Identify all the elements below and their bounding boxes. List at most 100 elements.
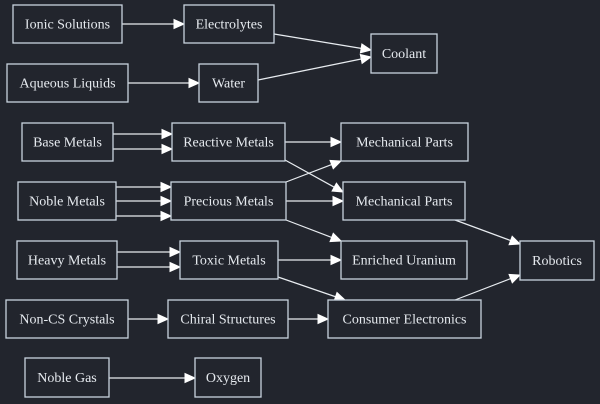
node-label: Base Metals bbox=[33, 136, 102, 151]
edge-precious-to-mech1 bbox=[285, 159, 343, 183]
edge-heavy-to-toxic bbox=[117, 261, 182, 273]
node-oxygen[interactable]: Oxygen bbox=[194, 357, 262, 398]
node-electrolytes[interactable]: Electrolytes bbox=[183, 4, 275, 44]
edge-line bbox=[285, 164, 332, 183]
node-box bbox=[17, 181, 117, 221]
arrowhead-icon bbox=[173, 18, 186, 30]
edge-line bbox=[285, 219, 332, 238]
node-noble-gas[interactable]: Noble Gas bbox=[24, 357, 110, 398]
node-box bbox=[170, 181, 287, 221]
node-robotics[interactable]: Robotics bbox=[519, 240, 595, 281]
node-box bbox=[12, 4, 123, 44]
edge-line bbox=[454, 219, 511, 242]
node-mech1[interactable]: Mechanical Parts bbox=[340, 122, 469, 162]
node-box bbox=[5, 299, 129, 339]
node-reactive[interactable]: Reactive Metals bbox=[171, 122, 286, 162]
edge-reactive-to-mech1 bbox=[285, 136, 343, 148]
edge-base-to-reactive bbox=[113, 128, 174, 140]
arrowhead-icon bbox=[359, 53, 373, 65]
node-uranium[interactable]: Enriched Uranium bbox=[340, 240, 468, 280]
edge-chiral-to-consumer bbox=[288, 313, 330, 325]
arrowhead-icon bbox=[169, 261, 182, 273]
edge-base-to-reactive bbox=[113, 143, 174, 155]
node-label: Reactive Metals bbox=[183, 136, 274, 151]
node-label: Ionic Solutions bbox=[25, 18, 110, 33]
node-box bbox=[327, 299, 482, 339]
node-box bbox=[167, 299, 289, 339]
arrowhead-icon bbox=[330, 136, 343, 148]
arrowhead-icon bbox=[161, 128, 174, 140]
node-base[interactable]: Base Metals bbox=[21, 122, 114, 162]
node-chiral[interactable]: Chiral Structures bbox=[167, 299, 289, 339]
edges-layer bbox=[109, 18, 522, 384]
node-box bbox=[342, 181, 466, 221]
arrowhead-icon bbox=[184, 372, 197, 384]
node-heavy[interactable]: Heavy Metals bbox=[16, 240, 118, 280]
edge-heavy-to-toxic bbox=[117, 246, 182, 258]
arrowhead-icon bbox=[359, 43, 373, 54]
edge-electrolytes-to-coolant bbox=[273, 33, 373, 54]
node-label: Oxygen bbox=[206, 371, 250, 386]
node-ionic[interactable]: Ionic Solutions bbox=[12, 4, 123, 44]
arrowhead-icon bbox=[331, 182, 345, 193]
edge-noble_metals-to-precious bbox=[116, 181, 173, 193]
node-box bbox=[340, 122, 469, 162]
node-water[interactable]: Water bbox=[198, 63, 259, 103]
edge-noble_gas-to-oxygen bbox=[109, 372, 197, 384]
node-coolant[interactable]: Coolant bbox=[370, 33, 438, 74]
node-label: Noble Gas bbox=[37, 371, 97, 386]
nodes-layer: Ionic Solutions ElectrolytesCoolantAqueou… bbox=[5, 4, 595, 398]
edge-precious-to-mech2 bbox=[286, 195, 345, 207]
node-label: Precious Metals bbox=[184, 195, 274, 210]
edge-line bbox=[277, 276, 336, 298]
arrowhead-icon bbox=[329, 159, 343, 170]
arrowhead-icon bbox=[188, 77, 201, 89]
node-box bbox=[24, 357, 110, 398]
node-label: Water bbox=[212, 77, 245, 92]
arrowhead-icon bbox=[157, 313, 170, 325]
node-label: Non-CS Crystals bbox=[19, 313, 114, 328]
node-label: Consumer Electronics bbox=[342, 313, 466, 328]
edge-line bbox=[454, 278, 511, 301]
node-label: Electrolytes bbox=[196, 18, 263, 33]
edge-line bbox=[273, 33, 362, 49]
edge-precious-to-uranium bbox=[285, 219, 343, 243]
node-aqueous[interactable]: Aqueous Liquids bbox=[6, 63, 129, 103]
edge-toxic-to-consumer bbox=[277, 276, 347, 302]
node-label: Mechanical Parts bbox=[356, 195, 453, 210]
node-mech2[interactable]: Mechanical Parts bbox=[342, 181, 466, 221]
node-box bbox=[179, 240, 279, 280]
arrowhead-icon bbox=[330, 254, 343, 266]
node-box bbox=[519, 240, 595, 281]
edge-toxic-to-uranium bbox=[278, 254, 343, 266]
node-toxic[interactable]: Toxic Metals bbox=[179, 240, 279, 280]
arrowhead-icon bbox=[508, 273, 522, 284]
edge-aqueous-to-water bbox=[128, 77, 201, 89]
node-box bbox=[340, 240, 468, 280]
node-label: Heavy Metals bbox=[28, 254, 106, 269]
node-noble-metals[interactable]: Noble Metals bbox=[17, 181, 117, 221]
node-box bbox=[183, 4, 275, 44]
node-consumer[interactable]: Consumer Electronics bbox=[327, 299, 482, 339]
node-box bbox=[6, 63, 129, 103]
node-label: Noble Metals bbox=[29, 195, 105, 210]
node-label: Aqueous Liquids bbox=[19, 77, 115, 92]
edge-noble_metals-to-precious bbox=[116, 195, 173, 207]
arrowhead-icon bbox=[317, 313, 330, 325]
node-label: Enriched Uranium bbox=[352, 254, 456, 269]
arrowhead-icon bbox=[169, 246, 182, 258]
node-box bbox=[370, 33, 438, 74]
node-box bbox=[198, 63, 259, 103]
edge-line bbox=[257, 58, 362, 81]
arrowhead-icon bbox=[329, 232, 343, 243]
node-box bbox=[194, 357, 262, 398]
node-noncs[interactable]: Non-CS Crystals bbox=[5, 299, 129, 339]
edge-consumer-to-robotics bbox=[454, 273, 522, 301]
arrowhead-icon bbox=[161, 143, 174, 155]
node-label: Chiral Structures bbox=[180, 313, 275, 328]
arrowhead-icon bbox=[332, 195, 345, 207]
edge-ionic-to-electrolytes bbox=[122, 18, 186, 30]
node-precious[interactable]: Precious Metals bbox=[170, 181, 287, 221]
arrowhead-icon bbox=[160, 195, 173, 207]
